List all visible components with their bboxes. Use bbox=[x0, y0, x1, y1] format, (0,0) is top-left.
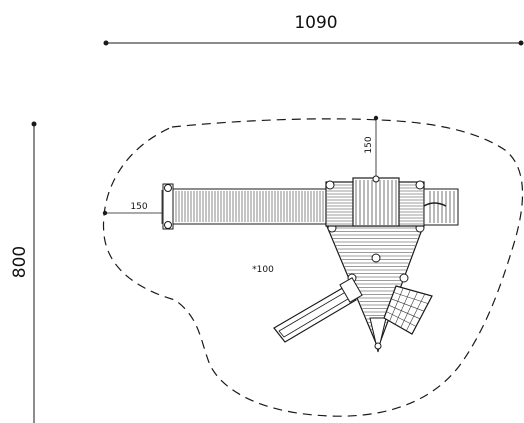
tower-post-top-left bbox=[325, 180, 335, 190]
net-strand bbox=[406, 293, 426, 331]
net-strand bbox=[391, 298, 425, 312]
side-ladder bbox=[423, 188, 459, 226]
left-clearance-endpoint bbox=[102, 210, 108, 216]
net-strand bbox=[386, 311, 417, 327]
slide-start bbox=[339, 277, 363, 303]
slide bbox=[273, 277, 363, 343]
width-dimension-endpoint-left bbox=[103, 40, 109, 46]
left-clearance-dimension: 150 bbox=[102, 190, 163, 224]
top-clearance-dimension: 150 bbox=[364, 115, 379, 178]
tower-post-top-center bbox=[372, 175, 380, 183]
slide-chute bbox=[273, 285, 357, 343]
left-clearance-label: 150 bbox=[130, 202, 147, 212]
safety-zone-outline bbox=[102, 118, 524, 417]
net-strand bbox=[393, 292, 429, 304]
width-dimension-label: 1090 bbox=[294, 13, 337, 33]
top-clearance-endpoint bbox=[373, 115, 379, 121]
tower-platform bbox=[325, 175, 425, 227]
height-dimension-label: 800 bbox=[10, 246, 30, 278]
platform-center-post bbox=[371, 253, 381, 263]
platform-tip bbox=[369, 317, 387, 353]
net-strand bbox=[389, 287, 404, 322]
bridge-walkway bbox=[162, 183, 329, 230]
width-dimension-endpoint-right bbox=[518, 40, 524, 46]
net-strand bbox=[400, 291, 418, 328]
fall-height-label: *100 bbox=[252, 265, 274, 275]
tower-post-top-right bbox=[415, 180, 425, 190]
platform-tip-post bbox=[374, 342, 382, 350]
top-clearance-label: 150 bbox=[364, 136, 374, 153]
net-strand bbox=[394, 289, 411, 325]
height-dimension-endpoint-top bbox=[31, 121, 37, 127]
bridge-slats bbox=[175, 191, 327, 222]
width-dimension: 1090 bbox=[103, 13, 524, 46]
height-dimension: 800 bbox=[10, 121, 37, 423]
platform-post-mid-right bbox=[399, 273, 409, 283]
net-strand bbox=[388, 304, 421, 320]
climbing-net bbox=[383, 285, 433, 335]
ladder-rungs bbox=[429, 191, 455, 223]
bridge-end-post-cap-top bbox=[164, 184, 172, 192]
climbing-net-grid bbox=[386, 287, 429, 331]
ladder-handrail bbox=[423, 202, 447, 207]
bridge-end-post-cap-bottom bbox=[164, 221, 172, 229]
ladder-frame bbox=[423, 188, 459, 226]
roof-slats bbox=[355, 180, 397, 225]
